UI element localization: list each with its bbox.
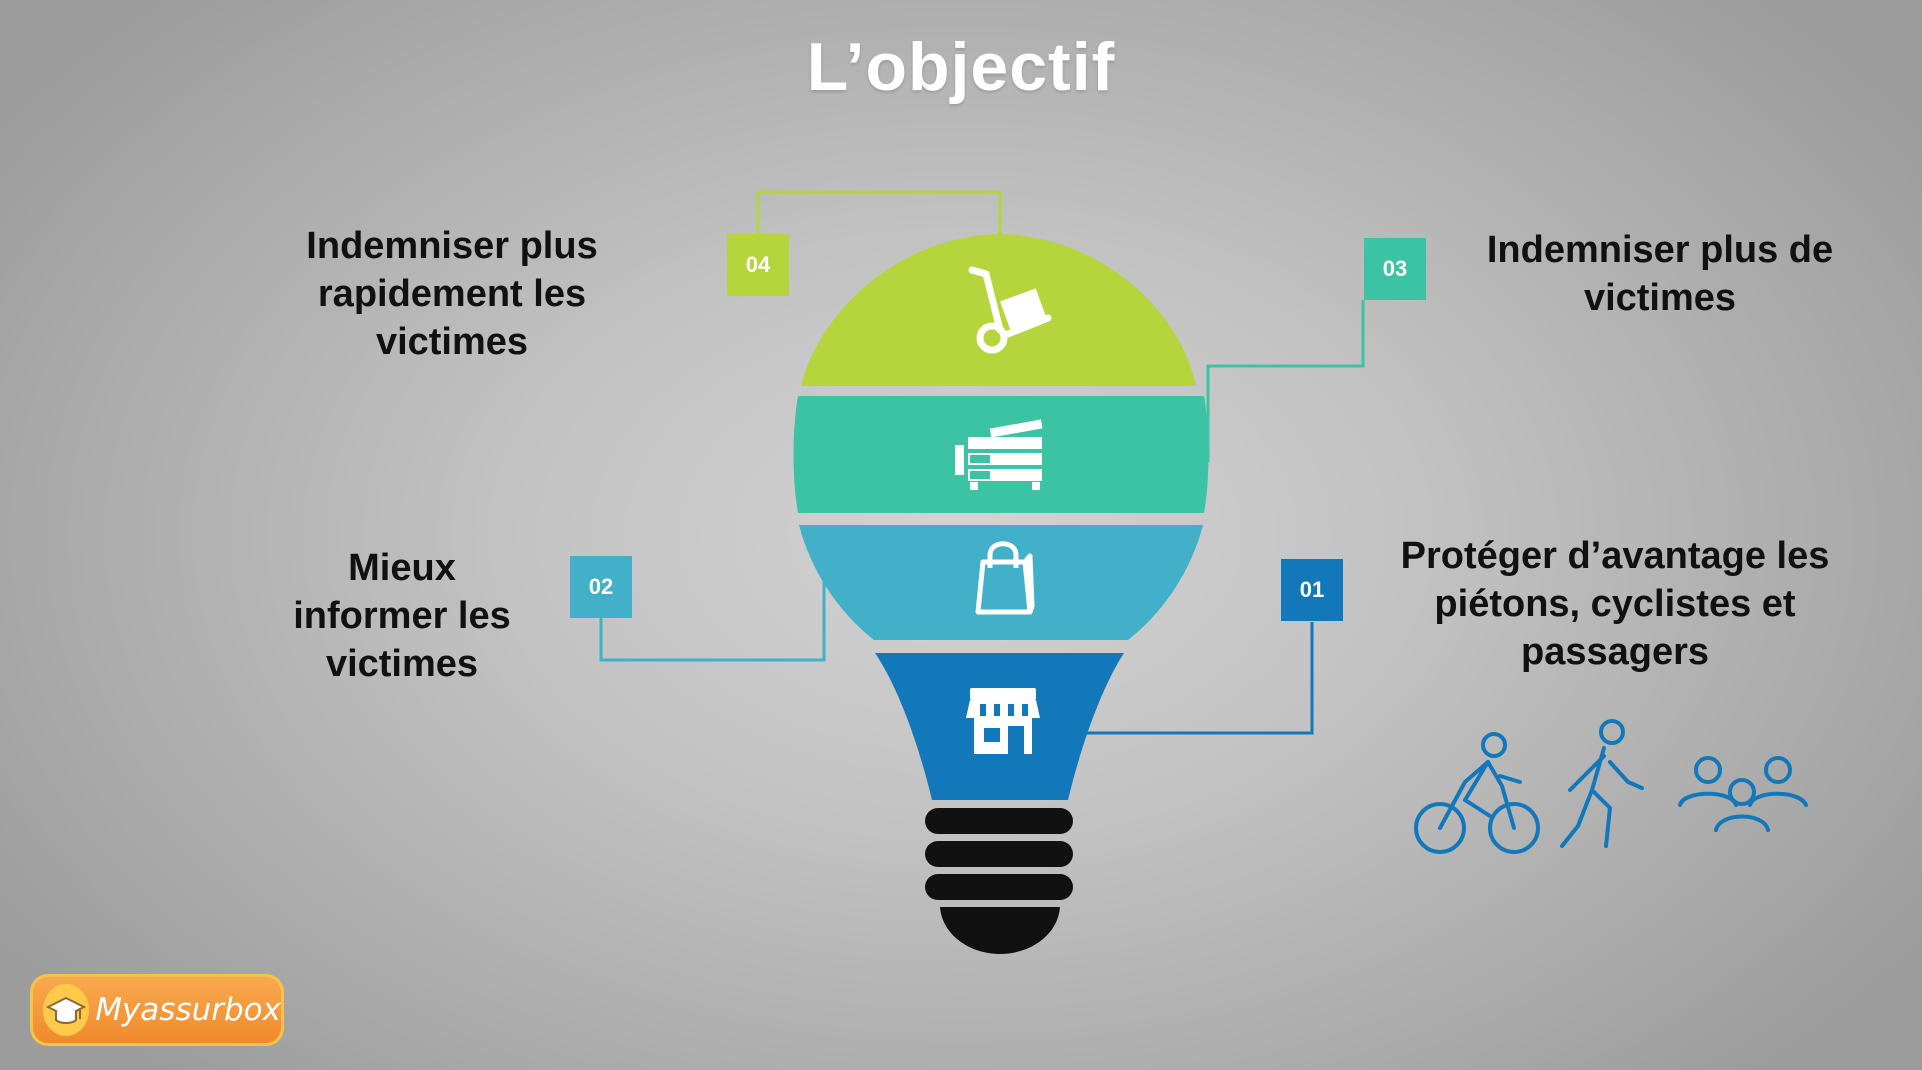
logo-text: Myassurbox — [95, 992, 281, 1028]
connector-04 — [756, 190, 1002, 234]
slide-title: L’objectif — [806, 29, 1116, 105]
badge-02: 02 — [570, 556, 632, 618]
label-01: Protéger d’avantage les piétons, cyclist… — [1400, 535, 1830, 673]
bulb-segment-02 — [799, 525, 1203, 640]
bulb-base-ring-3 — [925, 874, 1073, 900]
label-03: Indemniser plus de victimes — [1486, 229, 1834, 319]
label-02: Mieux informer les victimes — [293, 547, 511, 685]
graduation-cap-icon — [43, 984, 90, 1036]
printer-icon — [955, 419, 1043, 490]
badge-04: 04 — [727, 234, 789, 296]
bulb-base-tip — [940, 907, 1060, 954]
badge-01: 01 — [1281, 559, 1343, 621]
hand-truck-icon — [968, 266, 1052, 354]
pedestrian-icon — [1560, 719, 1644, 848]
myassurbox-logo: Myassurbox — [30, 974, 284, 1046]
connector-02 — [599, 582, 826, 662]
bulb-base-ring-2 — [925, 841, 1073, 867]
connector-03 — [1206, 300, 1365, 462]
shopping-bag-icon — [975, 541, 1035, 615]
label-04: Indemniser plus rapidement les victimes — [306, 225, 598, 363]
group-icon — [1678, 756, 1808, 832]
shop-icon — [966, 688, 1040, 754]
bulb-base-ring-1 — [925, 808, 1073, 834]
badge-03: 03 — [1364, 238, 1426, 300]
connector-01 — [1074, 622, 1314, 735]
cyclist-icon — [1414, 732, 1540, 854]
